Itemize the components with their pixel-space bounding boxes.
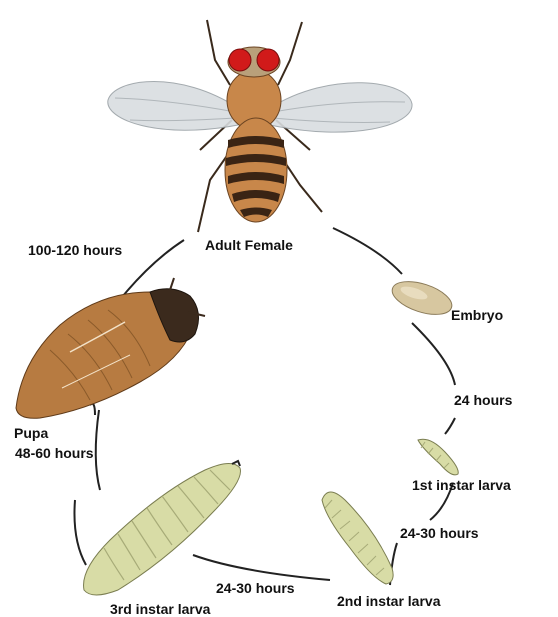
- adult-fly-illustration: [108, 20, 412, 232]
- right-eye: [257, 49, 279, 71]
- embryo-label: Embryo: [451, 308, 503, 322]
- second-instar-larva-illustration: [322, 492, 393, 584]
- duration-second-to-third: 24-30 hours: [216, 581, 295, 595]
- duration-third-to-pupa: 48-60 hours: [15, 446, 94, 460]
- first-instar-larva-illustration: [418, 439, 458, 475]
- left-eye: [229, 49, 251, 71]
- second-instar-label: 2nd instar larva: [337, 594, 441, 608]
- third-instar-label: 3rd instar larva: [110, 602, 210, 616]
- duration-adult-to-pupa: 100-120 hours: [28, 243, 122, 257]
- adult-female-label: Adult Female: [205, 238, 293, 252]
- duration-embryo-to-first: 24 hours: [454, 393, 512, 407]
- embryo-illustration: [388, 275, 456, 321]
- first-instar-label: 1st instar larva: [412, 478, 511, 492]
- duration-first-to-second: 24-30 hours: [400, 526, 479, 540]
- pupa-illustration: [16, 278, 205, 418]
- pupa-label: Pupa: [14, 426, 48, 440]
- third-instar-larva-illustration: [84, 461, 241, 595]
